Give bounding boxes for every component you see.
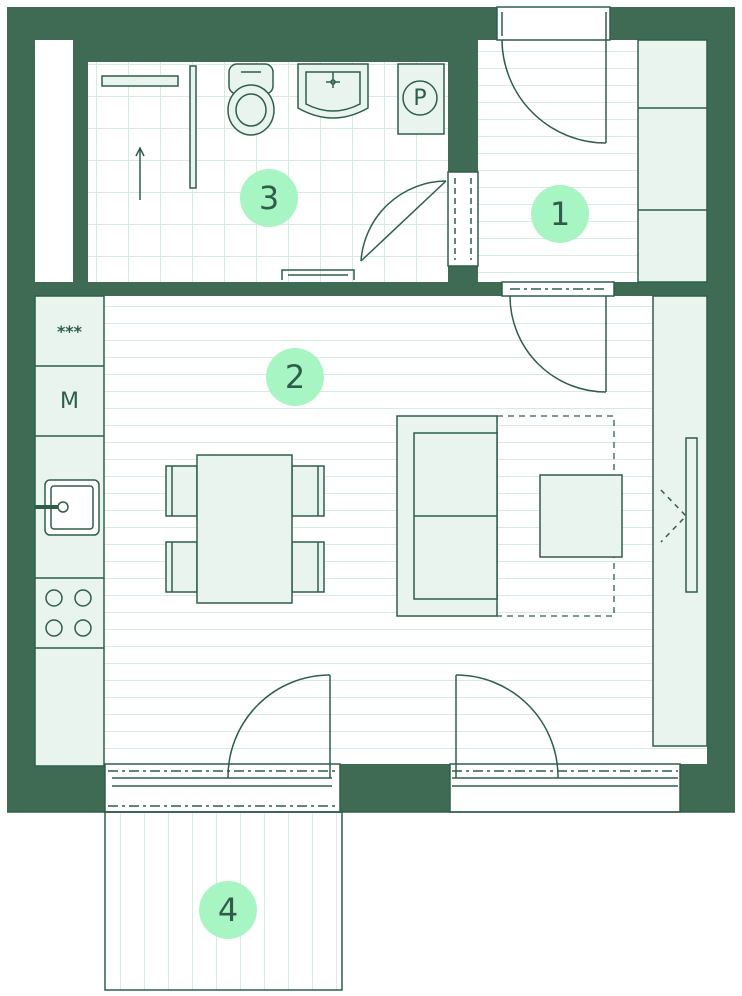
- walls: [7, 7, 735, 812]
- dining-table-icon: [165, 454, 325, 604]
- microwave-label: M: [60, 388, 79, 414]
- shower: [101, 65, 197, 200]
- wardrobe: [637, 39, 708, 283]
- sofa-icon: [396, 415, 498, 617]
- bidet-icon: [397, 63, 445, 135]
- hallway-floor: [478, 40, 638, 282]
- stove-icon: [45, 589, 92, 637]
- room-label-2: 2: [266, 348, 324, 406]
- balcony-door-left: [104, 674, 341, 813]
- toilet-icon: [227, 63, 275, 136]
- dishwasher-label: ***: [56, 321, 83, 341]
- room-label-3: 3: [240, 169, 298, 227]
- bathroom-door: [360, 171, 479, 267]
- entrance-door: [496, 6, 611, 144]
- storage-niche: [35, 40, 73, 282]
- tv-icon: [652, 295, 708, 747]
- balcony-door-right: [449, 674, 681, 813]
- bidet-symbol: P: [413, 85, 427, 111]
- room-label-4: 4: [199, 881, 257, 939]
- bath-mat: [281, 269, 355, 280]
- coffee-table-icon: [539, 474, 623, 558]
- living-room-door: [501, 281, 615, 393]
- room-label-1: 1: [531, 185, 589, 243]
- washbasin-icon: [297, 63, 369, 119]
- sink-icon: [35, 479, 100, 536]
